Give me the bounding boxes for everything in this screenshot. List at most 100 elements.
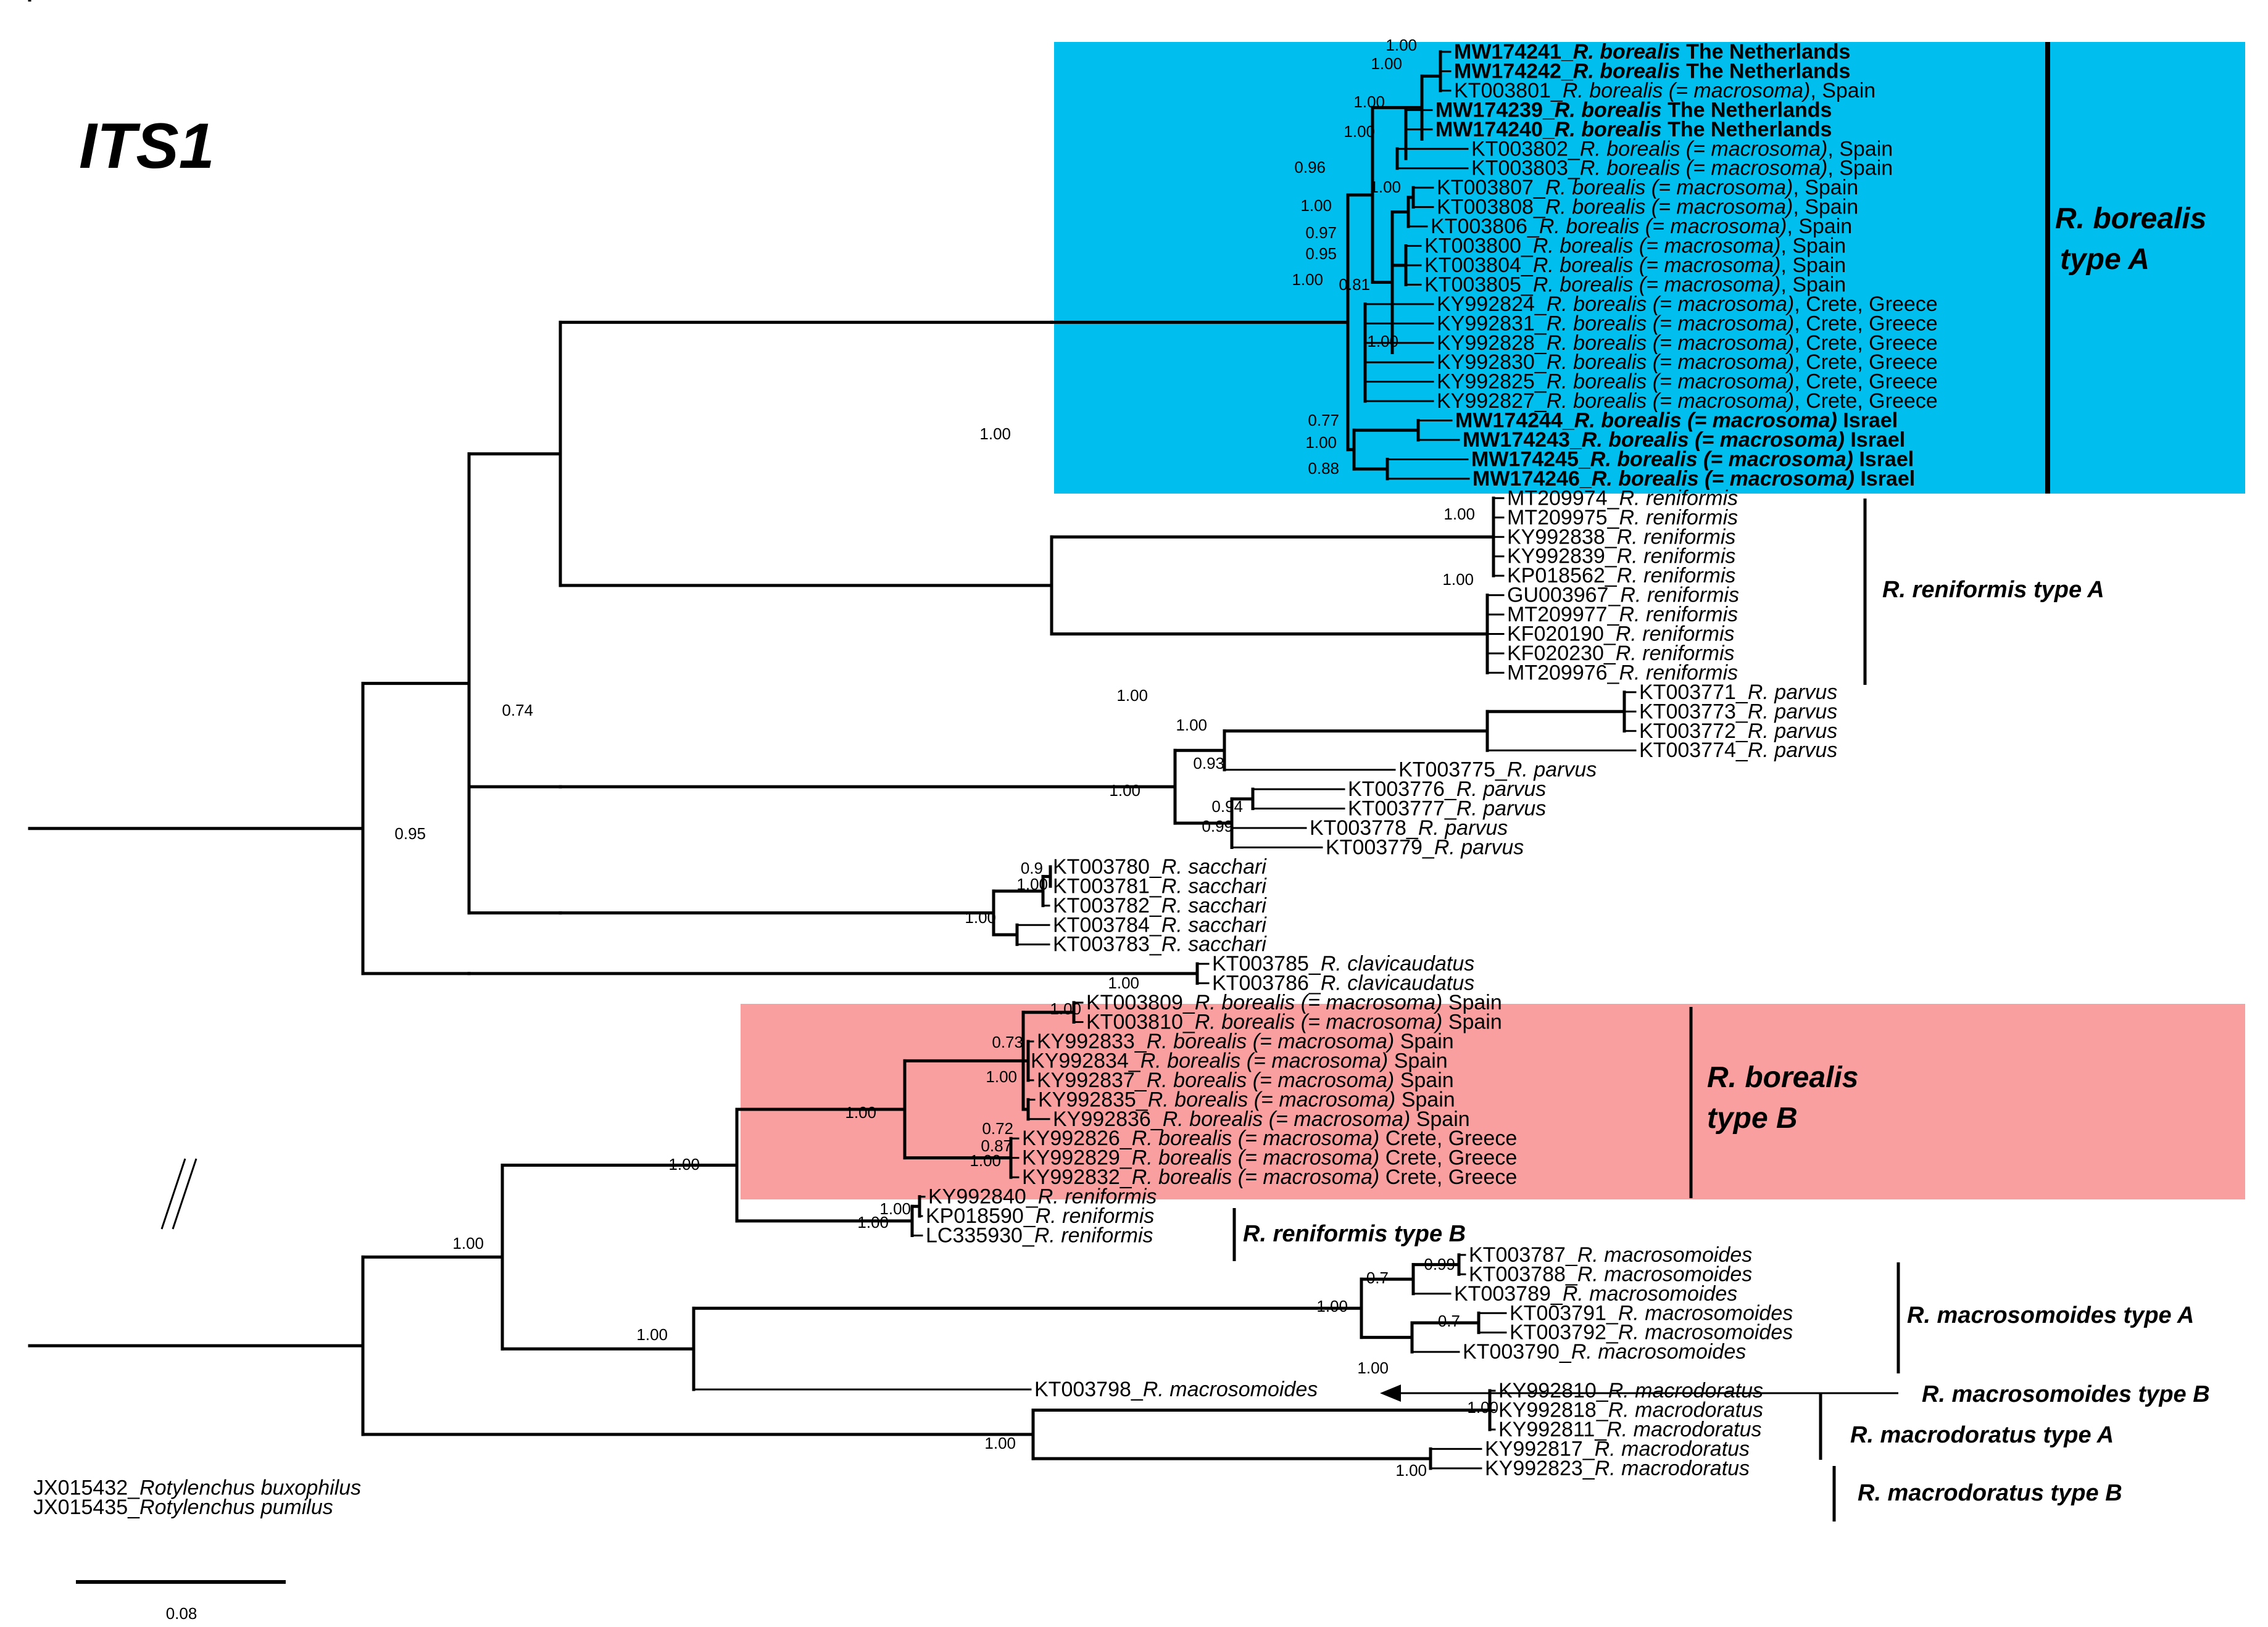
leaf-label: KY992836_R. borealis (= macrosoma) Spain [1053, 1107, 1470, 1131]
accession-number: KY992826_ [1022, 1127, 1132, 1150]
accession-number: KT003790_ [1463, 1340, 1572, 1364]
accession-number: KT003789_ [1454, 1282, 1563, 1306]
taxon-name: R. borealis (= macrosoma) [1582, 428, 1845, 452]
accession-number: KY992830_ [1437, 350, 1547, 374]
accession-number: KT003780_ [1053, 855, 1162, 879]
accession-number: KT003775_ [1398, 758, 1508, 782]
leaf-label: KY992826_R. borealis (= macrosoma) Crete… [1022, 1127, 1517, 1150]
accession-number: KY992836_ [1053, 1107, 1163, 1131]
leaf-label: KT003778_R. parvus [1310, 816, 1508, 840]
support-value: 1.00 [1467, 1398, 1498, 1417]
support-value: 1.00 [1108, 974, 1139, 992]
leaf-label: KY992829_R. borealis (= macrosoma) Crete… [1022, 1146, 1517, 1170]
accession-number: KY992811_ [1498, 1418, 1607, 1441]
accession-number: MW174243_ [1463, 428, 1582, 452]
taxon-name: R. reniformis [1034, 1223, 1153, 1247]
accession-number: KY992834_ [1031, 1049, 1141, 1072]
accession-number: KY992824_ [1437, 292, 1547, 316]
taxon-name: R. parvus [1456, 797, 1547, 821]
leaf-label: KP018562_R. reniformis [1507, 564, 1735, 587]
taxon-name: R. macrodoratus [1608, 1399, 1763, 1422]
leaf-label: MW174243_R. borealis (= macrosoma) Israe… [1463, 428, 1905, 452]
accession-number: MW174239_ [1435, 98, 1555, 122]
leaf-label: KY992811_R. macrodoratus [1498, 1418, 1762, 1441]
taxon-name: R. borealis (= macrosoma) [1147, 1069, 1395, 1092]
leaf-label: KF020230_R. reniformis [1507, 642, 1735, 665]
leaf-label: KT003781_R. sacchari [1053, 874, 1267, 898]
leaf-label: KT003773_R. parvus [1639, 700, 1837, 723]
taxon-name: R. borealis (= macrosoma) [1132, 1127, 1380, 1150]
accession-number: MT209975_ [1507, 506, 1620, 529]
support-value: 1.00 [1442, 570, 1474, 589]
taxon-name: R. borealis (= macrosoma) [1140, 1049, 1389, 1072]
locality: , Spain [1780, 234, 1846, 258]
leaf-label: MW174239_R. borealis The Netherlands [1435, 98, 1832, 122]
locality: The Netherlands [1662, 118, 1832, 141]
locality: , Crete, Greece [1794, 350, 1937, 374]
locality: , Crete, Greece [1794, 331, 1937, 355]
leaf-label: KY992834_R. borealis (= macrosoma) Spain [1031, 1049, 1448, 1072]
leaf-label: KT003805_R. borealis (= macrosoma), Spai… [1424, 273, 1846, 296]
accession-number: KY992817_ [1485, 1437, 1595, 1460]
accession-number: KT003783_ [1053, 933, 1162, 956]
leaf-label: KY992827_R. borealis (= macrosoma), Cret… [1437, 389, 1938, 413]
support-value: 0.73 [992, 1033, 1023, 1051]
support-value: 1.00 [979, 424, 1011, 443]
support-value: 1.00 [636, 1325, 668, 1344]
leaf-label: KT003788_R. macrosomoides [1469, 1262, 1752, 1286]
accession-number: KY992837_ [1037, 1069, 1147, 1092]
accession-number: KT003806_ [1431, 215, 1540, 238]
accession-number: KT003791_ [1510, 1301, 1619, 1325]
support-value: 1.00 [668, 1155, 700, 1174]
support-value: 1.00 [1385, 36, 1417, 54]
taxon-name: R. macrosomoides [1577, 1262, 1752, 1286]
support-values: 1.001.001.001.000.961.001.000.970.951.00… [394, 36, 1498, 1480]
leaf-label: KT003777_R. parvus [1348, 797, 1546, 821]
leaf-label: KT003775_R. parvus [1398, 758, 1597, 782]
clade-label-macrodoratus-a: R. macrodoratus type A [1850, 1422, 2114, 1448]
accession-number: KY992828_ [1437, 331, 1547, 355]
support-value: 1.00 [1369, 178, 1401, 196]
leaf-label: KT003809_R. borealis (= macrosoma) Spain [1086, 991, 1502, 1014]
leaf-label: KY992831_R. borealis (= macrosoma), Cret… [1437, 312, 1938, 335]
support-value: 1.00 [1176, 716, 1207, 734]
leaf-label: JX015432_Rotylenchus buxophilus [33, 1476, 361, 1499]
leaf-label: KY992835_R. borealis (= macrosoma) Spain [1038, 1088, 1455, 1111]
taxon-name: R. borealis [1555, 118, 1662, 141]
accession-number: JX015432_ [33, 1476, 140, 1499]
accession-number: KY992833_ [1037, 1030, 1147, 1053]
support-value: 0.74 [502, 701, 533, 719]
accession-number: KT003786_ [1212, 972, 1321, 995]
accession-number: KT003773_ [1639, 700, 1748, 723]
leaf-label: KY992830_R. borealis (= macrosoma), Cret… [1437, 350, 1938, 374]
locality: The Netherlands [1680, 59, 1851, 83]
locality: The Netherlands [1680, 40, 1851, 64]
taxon-name: R. borealis (= macrosoma) [1547, 331, 1795, 355]
branch-break-mark [160, 1158, 186, 1230]
taxon-name: R. borealis (= macrosoma) [1148, 1088, 1396, 1111]
leaf-labels: MW174241_R. borealis The NetherlandsMW17… [33, 40, 1938, 1519]
leaf-label: KT003782_R. sacchari [1053, 894, 1267, 917]
accession-number: KY992835_ [1038, 1088, 1149, 1111]
taxon-name: R. reniformis [1617, 564, 1736, 587]
taxon-name: R. macrodoratus [1595, 1457, 1750, 1480]
accession-number: MW174246_ [1473, 467, 1592, 491]
clade-label-borealis-b: R. borealis type B [1707, 1061, 1867, 1135]
accession-number: KT003800_ [1424, 234, 1534, 258]
accession-number: KY992839_ [1507, 545, 1618, 568]
support-value: 0.99 [1202, 817, 1233, 835]
leaf-label: MW174242_R. borealis The Netherlands [1454, 59, 1850, 83]
locality: , Crete, Greece [1794, 370, 1937, 394]
leaf-label: KT003771_R. parvus [1639, 681, 1837, 704]
taxon-name: R. parvus [1507, 758, 1597, 782]
taxon-name: R. borealis (= macrosoma) [1533, 273, 1781, 296]
taxon-name: R. reniformis [1619, 506, 1738, 529]
leaf-label: KT003792_R. macrosomoides [1510, 1321, 1793, 1344]
accession-number: KY992827_ [1437, 389, 1547, 413]
taxon-name: R. macrosomoides [1618, 1321, 1793, 1344]
accession-number: KY992810_ [1498, 1379, 1609, 1402]
taxon-name: R. borealis (= macrosoma) [1580, 137, 1828, 160]
leaf-label: KT003801_R. borealis (= macrosoma), Spai… [1454, 79, 1875, 102]
clade-label-reniformis-a: R. reniformis type A [1882, 577, 2104, 603]
